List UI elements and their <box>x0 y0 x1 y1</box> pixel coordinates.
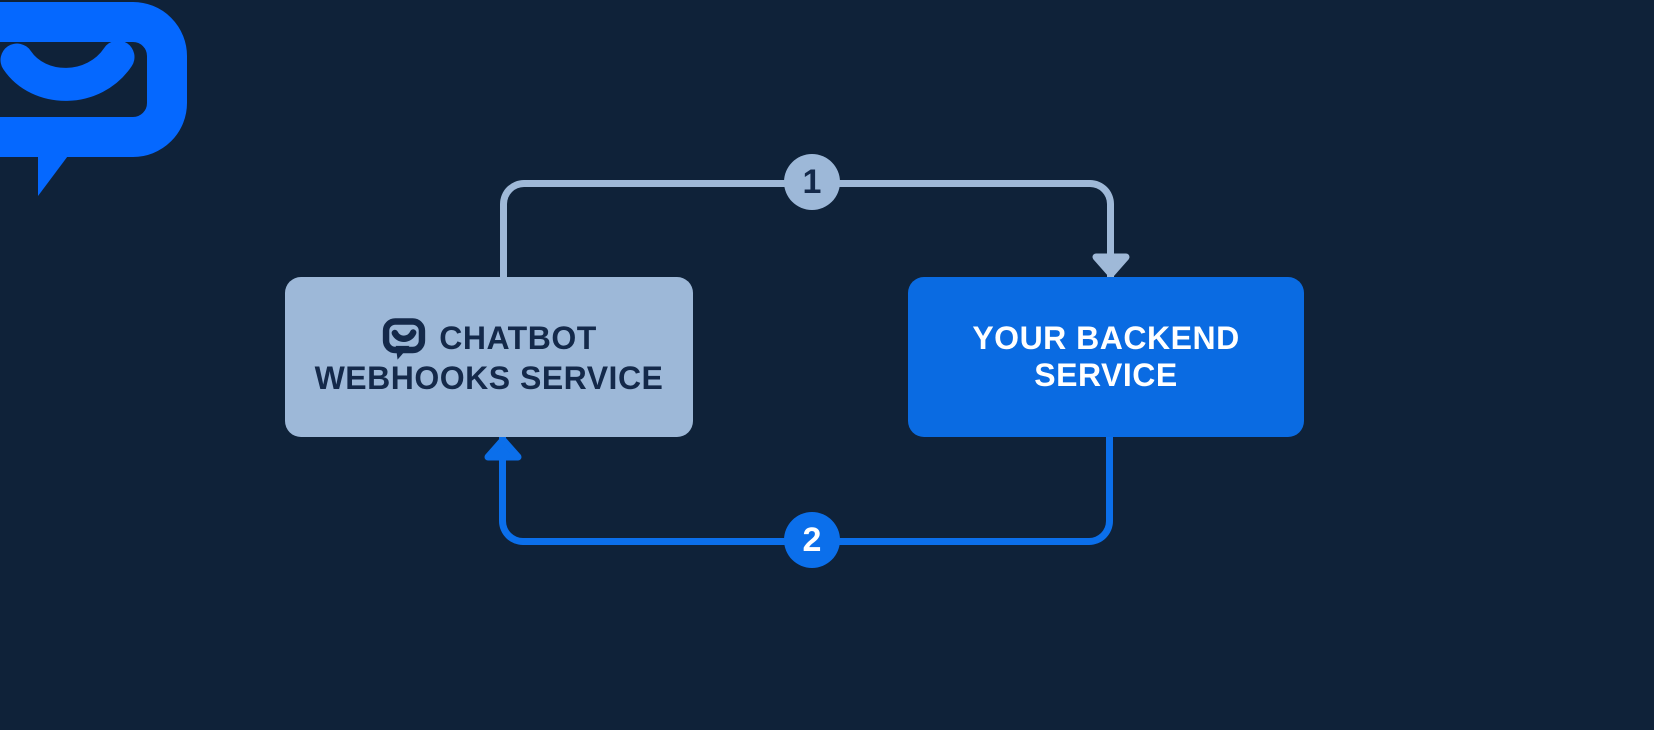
arrow-up-icon <box>484 436 522 461</box>
your-backend-service-box: YOUR BACKEND SERVICE <box>908 277 1304 437</box>
chat-bubble-icon <box>383 318 426 360</box>
step-1-badge: 1 <box>784 154 840 210</box>
chatbot-box-label-line2: WEBHOOKS SERVICE <box>314 360 664 396</box>
step-1-number: 1 <box>802 162 822 201</box>
arrow-down-icon <box>1092 253 1130 278</box>
backend-box-label-line2: SERVICE <box>1034 357 1178 393</box>
chatbot-box-label-line1: CHATBOT <box>439 320 597 356</box>
step-2-badge: 2 <box>784 512 840 568</box>
chatbot-webhooks-service-box: CHATBOT WEBHOOKS SERVICE <box>285 277 693 437</box>
backend-box-label-line1: YOUR BACKEND <box>972 320 1240 356</box>
chat-bubble-logo <box>0 2 187 196</box>
step-2-number: 2 <box>802 520 822 559</box>
chatbot-box-line1: CHATBOT <box>381 317 597 360</box>
